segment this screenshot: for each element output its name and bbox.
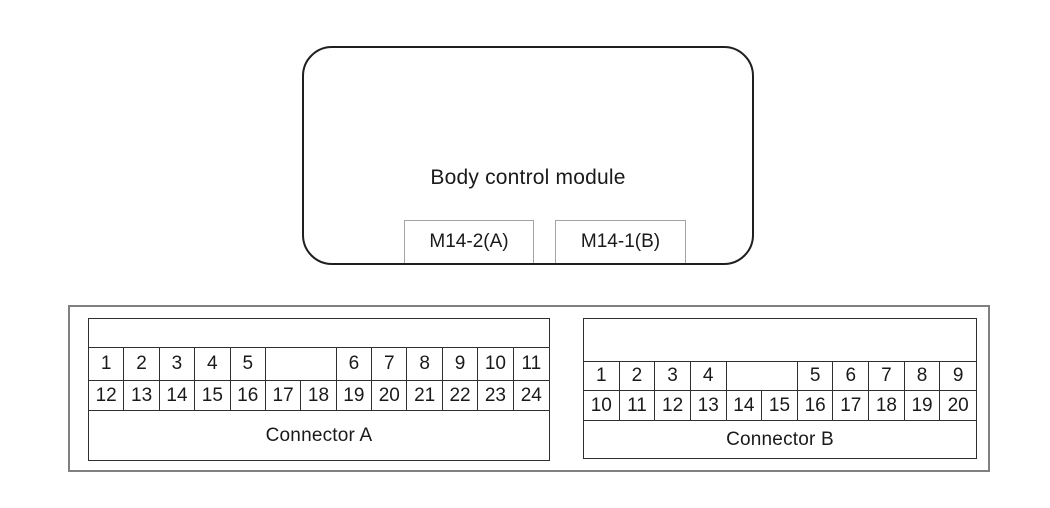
pin-b-3: 3 bbox=[655, 362, 691, 390]
pin-a-22: 22 bbox=[443, 381, 479, 410]
pin-a-1: 1 bbox=[89, 348, 125, 380]
pin-a-19: 19 bbox=[337, 381, 373, 410]
connector-tag-label: M14-2(A) bbox=[429, 231, 509, 252]
pin-b-11: 11 bbox=[620, 391, 656, 420]
pin-b-12: 12 bbox=[655, 391, 691, 420]
pin-a-2: 2 bbox=[124, 348, 160, 380]
pin-a-10: 10 bbox=[478, 348, 514, 380]
pin-b-13: 13 bbox=[691, 391, 727, 420]
pin-b-7: 7 bbox=[869, 362, 905, 390]
pin-a-6: 6 bbox=[337, 348, 373, 380]
body-control-module-box: Body control module M14-2(A) M14-1(B) bbox=[302, 46, 754, 265]
pin-a-8: 8 bbox=[407, 348, 443, 380]
pin-gap-b bbox=[727, 362, 798, 390]
pin-a-12: 12 bbox=[89, 381, 125, 410]
pin-b-16: 16 bbox=[798, 391, 834, 420]
pin-a-14: 14 bbox=[160, 381, 196, 410]
pin-b-18: 18 bbox=[869, 391, 905, 420]
pin-b-10: 10 bbox=[584, 391, 620, 420]
pin-a-17: 17 bbox=[266, 381, 302, 410]
pin-a-24: 24 bbox=[520, 384, 542, 406]
pin-a-5: 5 bbox=[231, 348, 266, 380]
connector-tag-m14-2a: M14-2(A) bbox=[404, 220, 534, 263]
pin-b-20: 20 bbox=[947, 394, 969, 416]
module-title: Body control module bbox=[430, 166, 626, 189]
pin-a-3: 3 bbox=[160, 348, 196, 380]
pin-a-4: 4 bbox=[195, 348, 231, 380]
pin-a-13: 13 bbox=[124, 381, 160, 410]
connector-tag-label: M14-1(B) bbox=[580, 231, 661, 252]
pin-gap-a bbox=[266, 348, 337, 380]
connector-a-label: Connector A bbox=[265, 424, 373, 446]
pin-a-9: 9 bbox=[443, 348, 479, 380]
pin-a-11: 11 bbox=[521, 353, 542, 374]
pin-b-9: 9 bbox=[952, 365, 964, 386]
pin-b-6: 6 bbox=[833, 362, 870, 390]
connector-b-top-strip bbox=[584, 319, 976, 362]
pin-a-23: 23 bbox=[478, 381, 514, 410]
pin-a-20: 20 bbox=[372, 381, 408, 410]
pin-b-15: 15 bbox=[762, 391, 798, 420]
connector-tag-m14-1b: M14-1(B) bbox=[555, 220, 686, 263]
connector-a-top-strip bbox=[89, 319, 549, 348]
pin-a-7: 7 bbox=[372, 348, 408, 380]
pin-b-17: 17 bbox=[833, 391, 870, 420]
pin-b-1: 1 bbox=[584, 362, 620, 390]
pin-b-14: 14 bbox=[727, 391, 763, 420]
pin-b-2: 2 bbox=[620, 362, 656, 390]
pin-b-19: 19 bbox=[905, 391, 941, 420]
pin-b-4: 4 bbox=[691, 362, 727, 390]
pin-a-15: 15 bbox=[195, 381, 231, 410]
pin-b-5: 5 bbox=[798, 362, 834, 390]
pin-b-8: 8 bbox=[905, 362, 941, 390]
pin-a-16: 16 bbox=[231, 381, 266, 410]
pin-a-21: 21 bbox=[407, 381, 443, 410]
pin-a-18: 18 bbox=[301, 381, 337, 410]
connector-b-label: Connector B bbox=[726, 428, 834, 450]
